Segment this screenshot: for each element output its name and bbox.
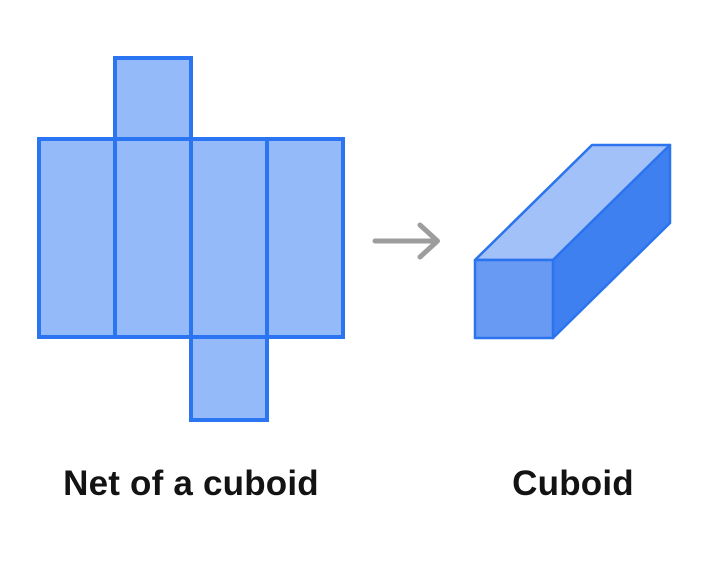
net-face-side-4 [265,137,345,339]
net-face-bottom-flap [189,335,269,422]
cuboid-net-shape [37,56,345,422]
net-face-side-1 [37,137,117,339]
net-label: Net of a cuboid [63,464,319,503]
cuboid-shape [473,143,672,340]
net-face-side-2 [113,137,193,339]
cuboid-label: Cuboid [512,464,634,503]
net-face-side-3 [189,137,269,339]
net-face-top-flap [113,56,193,141]
cuboid-front-face [473,258,555,340]
right-arrow-icon [372,222,440,260]
